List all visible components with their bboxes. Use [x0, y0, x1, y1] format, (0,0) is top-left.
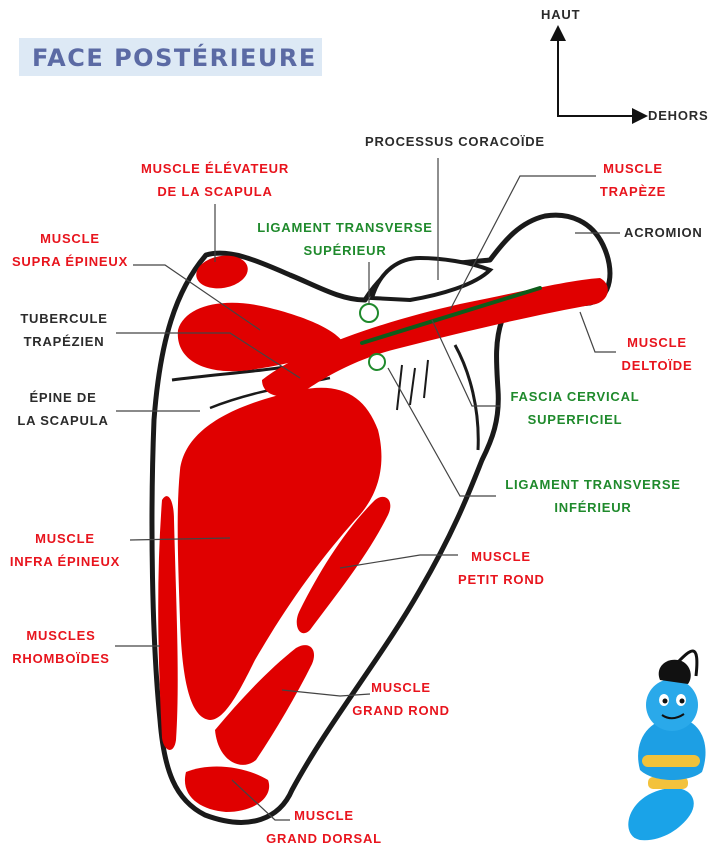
label-processus-coracoide: PROCESSUS CORACOÏDE	[365, 130, 545, 153]
axis-up-label: HAUT	[541, 3, 580, 26]
axis-right-label: DEHORS	[648, 104, 708, 127]
genie-mascot-icon	[628, 651, 705, 840]
orientation-axes	[557, 29, 644, 117]
label-acromion: ACROMION	[624, 221, 703, 244]
